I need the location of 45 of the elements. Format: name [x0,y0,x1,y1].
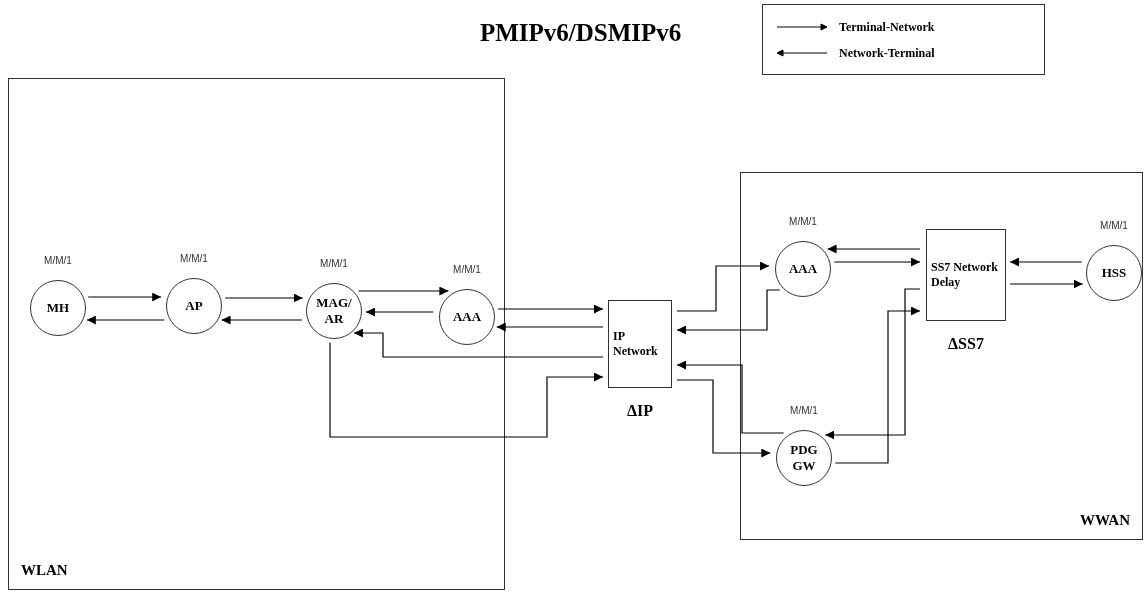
queue-model-label: M/M/1 [789,215,817,229]
arrow [221,315,303,325]
arrow [826,244,921,254]
region-frame [8,78,505,590]
region-frame [740,172,1143,540]
queue-model-label: M/M/1 [320,257,348,271]
legend-text: Network-Terminal [839,44,935,62]
arrow [676,379,771,458]
queue-model-label: M/M/1 [44,254,72,268]
legend-text: Terminal-Network [839,18,935,36]
arrow [86,315,165,325]
arrow [676,289,781,335]
queue-model-label: M/M/1 [1100,219,1128,233]
node-label: PDG GW [789,441,819,475]
node-label: AAA [451,308,483,326]
arrow [676,360,785,434]
arrow [496,322,604,332]
region-label: WLAN [21,560,68,580]
node-label: AAA [787,260,819,278]
node-label: MH [45,299,71,317]
node-label: HSS [1100,264,1128,282]
arrow [353,328,604,358]
arrow [329,342,604,438]
node-label: AP [184,297,204,315]
arrow [833,257,921,267]
queue-model-label: M/M/1 [453,263,481,277]
node-label: SS7 Network Delay [930,260,999,290]
diagram-title: PMIPv6/DSMIPv6 [480,18,682,48]
arrow [1009,257,1083,267]
arrow [1009,279,1084,289]
region-label: WWAN [1080,510,1130,530]
node-label: MAG/ AR [315,294,353,328]
delay-label: ΔIP [627,401,653,421]
queue-model-label: M/M/1 [790,404,818,418]
delay-label: ΔSS7 [948,334,984,354]
arrow [676,261,770,312]
arrow [497,304,604,314]
arrow [365,307,434,317]
queue-model-label: M/M/1 [180,252,208,266]
arrow [224,293,304,303]
arrow [834,306,921,464]
arrow [824,288,921,440]
arrow [87,292,162,302]
arrow [357,286,449,296]
node-label: IP Network [612,329,659,359]
